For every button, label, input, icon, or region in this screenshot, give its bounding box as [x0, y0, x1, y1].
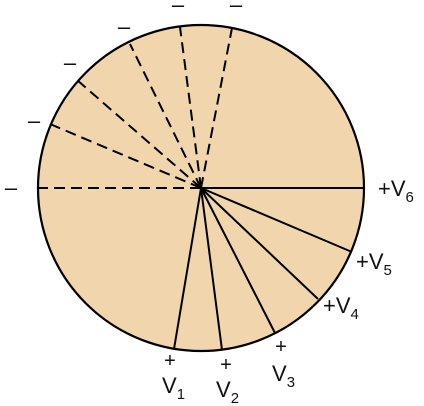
- negative-labels: – – – – – –: [5, 0, 243, 200]
- label-v4-main: +V: [323, 293, 351, 318]
- label-v2-sign: +: [220, 354, 232, 376]
- svg-text:V1: V1: [162, 373, 185, 403]
- svg-text:+V6: +V6: [378, 176, 414, 206]
- pos-radius-v2: [200, 187, 223, 351]
- label-v1-sub: 1: [177, 386, 185, 403]
- neg-radius-4: [129, 43, 202, 189]
- label-v6-sub: 6: [406, 189, 414, 206]
- neg-label-1: –: [5, 175, 18, 200]
- positive-radii: [173, 187, 364, 351]
- svg-text:+V5: +V5: [356, 249, 392, 279]
- label-v2: + V2: [216, 354, 239, 406]
- label-v5: +V5: [356, 249, 392, 279]
- label-v4-sub: 4: [351, 306, 359, 323]
- pos-radius-v4: [200, 187, 319, 300]
- label-v3-sign: +: [275, 336, 287, 358]
- label-v3: + V3: [272, 336, 295, 391]
- label-v3-sub: 3: [287, 374, 295, 391]
- neg-radius-3: [76, 79, 202, 189]
- neg-label-4: –: [118, 14, 131, 39]
- pos-radius-v5: [200, 187, 353, 253]
- label-v2-sub: 2: [231, 390, 239, 406]
- pos-radius-v3: [200, 187, 276, 334]
- svg-text:+V4: +V4: [323, 293, 359, 323]
- label-v5-main: +V: [356, 249, 384, 274]
- svg-text:V3: V3: [272, 361, 295, 391]
- negative-radii: [39, 26, 233, 189]
- label-v2-main: V: [216, 377, 231, 402]
- label-v1-sign: +: [164, 350, 176, 372]
- neg-radius-2: [49, 123, 202, 189]
- neg-label-3: –: [64, 50, 77, 75]
- label-v5-sub: 5: [384, 262, 392, 279]
- label-v6: +V6: [378, 176, 414, 206]
- neg-label-5: –: [172, 0, 185, 17]
- neg-radius-5: [179, 26, 202, 189]
- label-v1-main: V: [162, 373, 177, 398]
- neg-label-6: –: [230, 0, 243, 17]
- label-v4: +V4: [323, 293, 359, 323]
- neg-radius-6: [200, 27, 233, 189]
- pos-radius-v1: [173, 187, 202, 350]
- label-v3-main: V: [272, 361, 287, 386]
- neg-label-2: –: [28, 108, 41, 133]
- label-v6-main: +V: [378, 176, 406, 201]
- label-v1: + V1: [162, 350, 185, 403]
- svg-text:V2: V2: [216, 377, 239, 406]
